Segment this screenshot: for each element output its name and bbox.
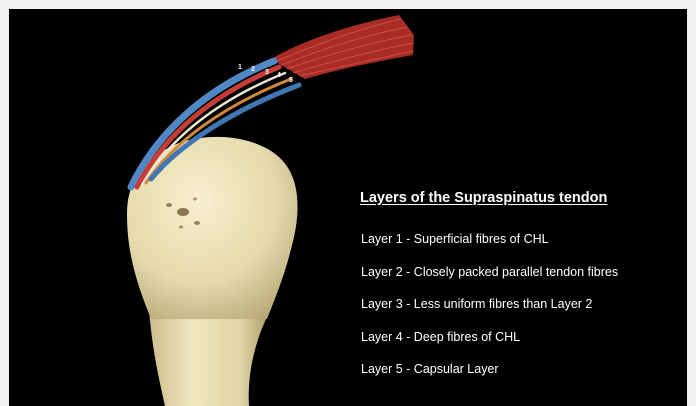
legend-item-layer-3: Layer 3 - Less uniform fibres than Layer… xyxy=(361,296,618,329)
legend-item-layer-5: Layer 5 - Capsular Layer xyxy=(361,361,618,394)
bone-pit xyxy=(177,208,189,216)
layer-marker-1: 1 xyxy=(238,64,242,71)
bone-pit xyxy=(179,226,183,229)
layer-marker-4: 4 xyxy=(277,72,281,79)
legend-title: Layers of the Supraspinatus tendon xyxy=(360,190,607,206)
diagram-slide: 1 2 3 4 5 Layers of the Supraspinatus te… xyxy=(9,9,687,406)
layer-legend: Layer 1 - Superficial fibres of CHL Laye… xyxy=(361,231,618,394)
legend-item-layer-2: Layer 2 - Closely packed parallel tendon… xyxy=(361,264,618,297)
layer-marker-5: 5 xyxy=(289,77,293,84)
supraspinatus-muscle xyxy=(271,15,414,79)
bone-pit xyxy=(166,203,172,207)
bone-pit xyxy=(194,221,200,225)
legend-item-layer-4: Layer 4 - Deep fibres of CHL xyxy=(361,329,618,362)
layer-marker-3: 3 xyxy=(265,69,269,76)
humerus-shaft xyxy=(149,309,271,406)
bone-pit xyxy=(193,198,197,201)
layer-marker-2: 2 xyxy=(251,66,255,73)
legend-item-layer-1: Layer 1 - Superficial fibres of CHL xyxy=(361,231,618,264)
